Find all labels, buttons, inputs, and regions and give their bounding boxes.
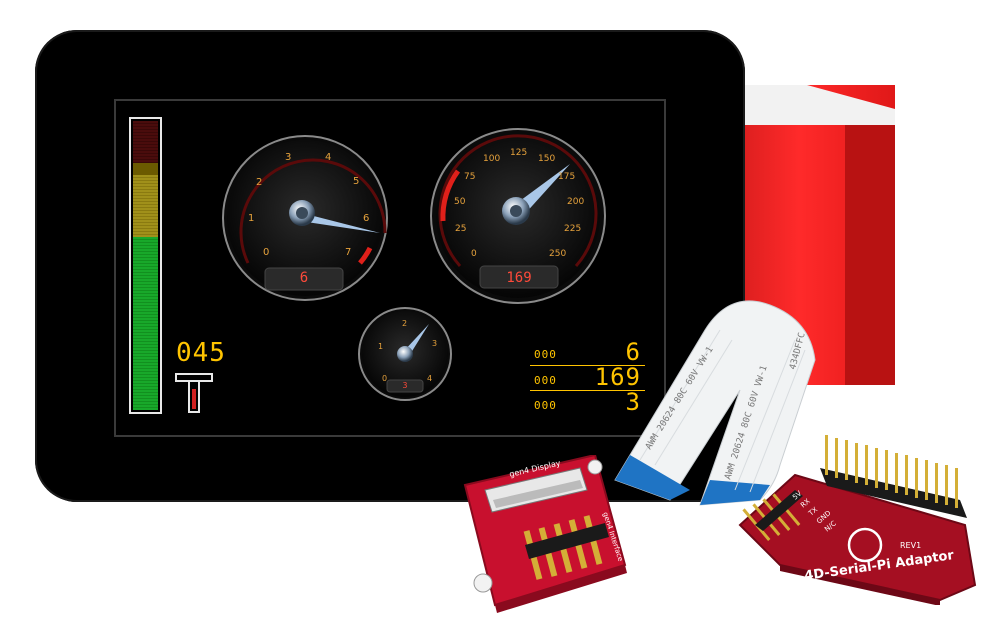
speed-gauge <box>430 128 606 304</box>
row-label: 000 <box>534 399 557 412</box>
level-bar-gauge <box>129 117 162 414</box>
level-readout: 045 <box>176 338 226 368</box>
row-value: 3 <box>625 388 641 416</box>
bar-segment-green <box>133 237 158 410</box>
tank-indicator <box>175 373 213 413</box>
board-rev: REV1 <box>900 541 921 550</box>
bar-segment-yellow <box>133 163 158 175</box>
row-value: 169 <box>594 363 641 391</box>
small-gauge <box>358 307 452 401</box>
rpm-gauge <box>222 135 388 301</box>
readout-rows: 000 6 000 169 000 3 <box>530 338 645 418</box>
bar-segment-amber <box>133 175 158 237</box>
bar-segment-red <box>133 121 158 163</box>
needle <box>300 213 380 233</box>
serial-pi-adaptor-board: 4D-Serial-Pi Adaptor REV1 5V RX TX GND N… <box>738 435 977 605</box>
ribbon-cable: AWM 20624 80C 60V VW-1 AWM 20624 80C 60V… <box>614 300 816 506</box>
product-box-side <box>845 110 895 385</box>
row-divider <box>530 365 645 366</box>
row-label: 000 <box>534 374 557 387</box>
row-value: 6 <box>625 338 641 366</box>
row-divider <box>530 390 645 391</box>
row-label: 000 <box>534 348 557 361</box>
gen4-interface-board: gen4 Display gen4 Interface <box>463 455 627 613</box>
